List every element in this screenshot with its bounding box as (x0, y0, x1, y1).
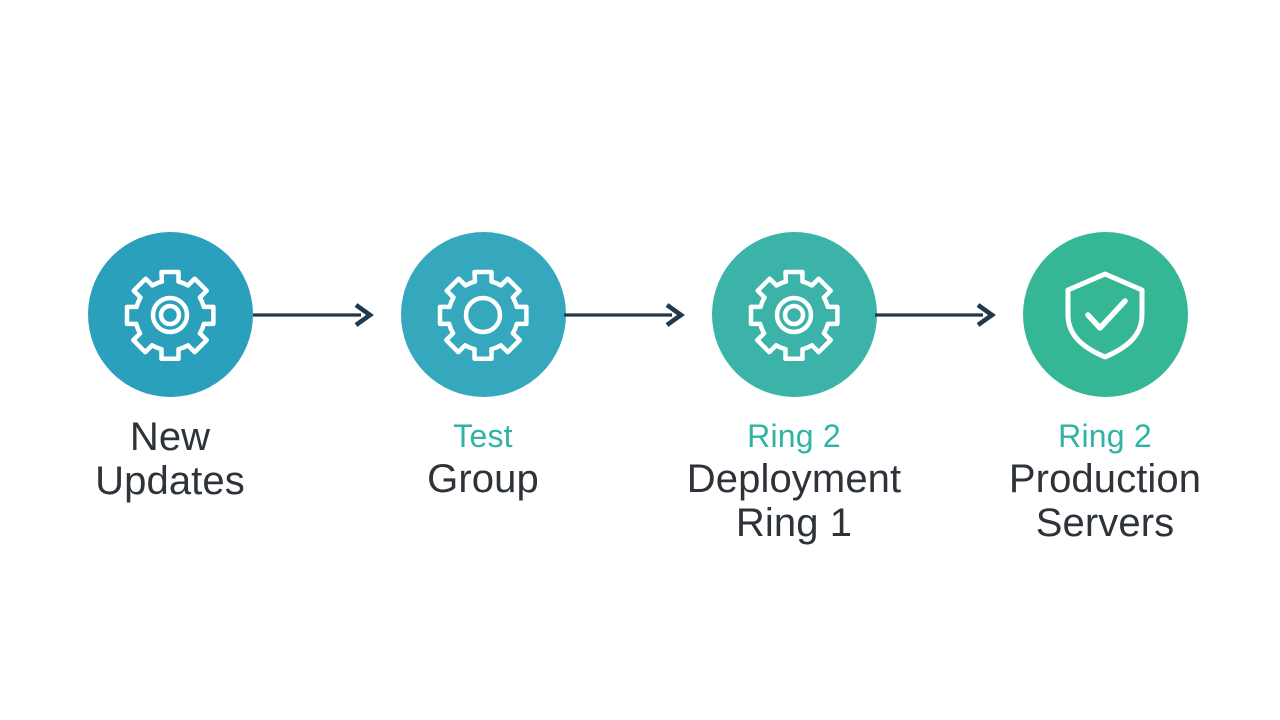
stage-test-group[interactable]: Test Group (353, 232, 613, 501)
gear-icon (748, 269, 840, 361)
stage-main-label-3: Deployment Ring 1 (686, 457, 902, 545)
stage-sub-label-2: Test (453, 418, 513, 454)
arrow-right-icon (875, 303, 996, 327)
stage-production-servers[interactable]: Ring 2 Production Servers (975, 232, 1235, 545)
stage-labels-4: Ring 2 Production Servers (955, 415, 1255, 545)
stage-main-label-1: New Updates (95, 415, 245, 503)
stage-main-label-4: Production Servers (1008, 457, 1202, 545)
stage-sub-label-3: Ring 2 (747, 418, 841, 454)
stage-new-updates[interactable]: New Updates (40, 232, 300, 503)
arrow-2 (564, 302, 686, 328)
shield-check-icon (1065, 271, 1145, 359)
arrow-1 (253, 302, 375, 328)
gear-icon (124, 269, 216, 361)
stage-icon-circle-4[interactable] (1022, 232, 1188, 397)
arrow-3 (875, 302, 997, 328)
stage-deployment-ring-1[interactable]: Ring 2 Deployment Ring 1 (664, 232, 924, 545)
stage-icon-circle-1[interactable] (87, 232, 253, 397)
stage-main-label-2: Group (427, 457, 539, 501)
stage-icon-circle-3[interactable] (711, 232, 877, 397)
stage-labels-3: Ring 2 Deployment Ring 1 (644, 415, 944, 545)
stage-icon-circle-2[interactable] (400, 232, 566, 397)
arrow-right-icon (253, 303, 374, 327)
stage-labels-2: Test Group (333, 415, 633, 501)
gear-icon (437, 269, 529, 361)
stage-labels-1: New Updates (20, 415, 320, 503)
arrow-right-icon (564, 303, 685, 327)
stage-sub-label-4: Ring 2 (1058, 418, 1152, 454)
